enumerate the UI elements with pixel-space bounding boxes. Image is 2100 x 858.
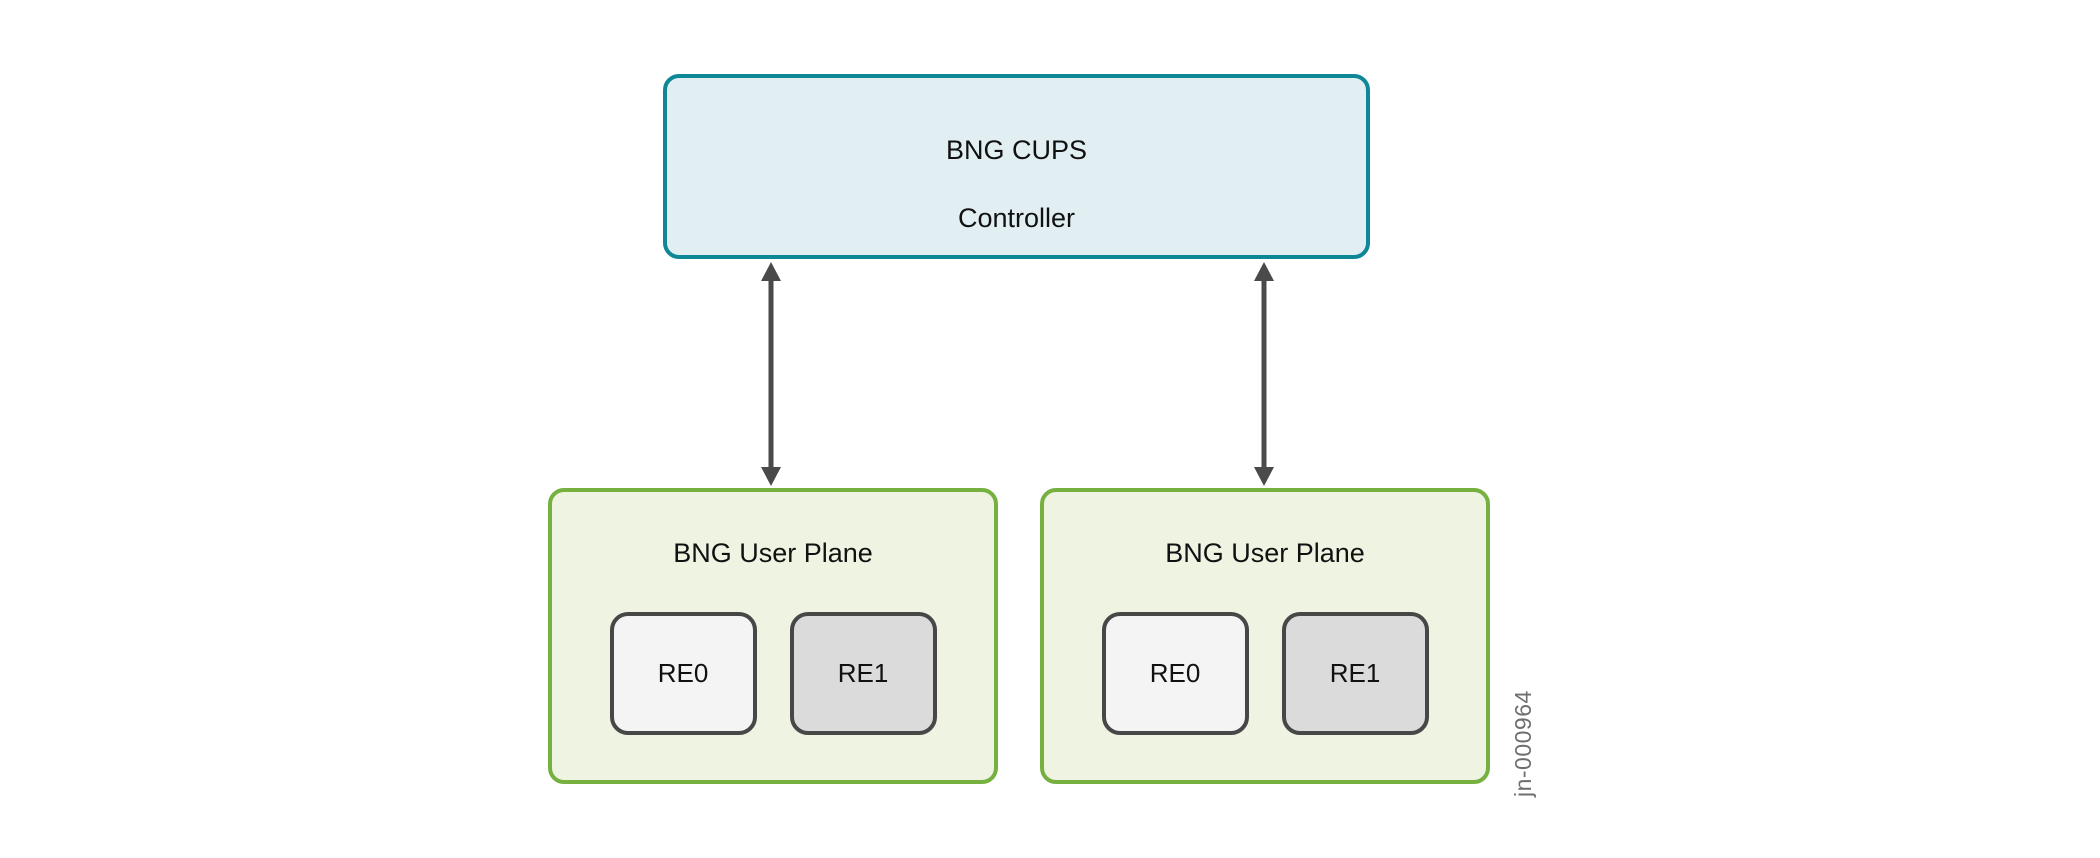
bng-cups-controller-box: BNG CUPS Controller <box>663 74 1370 259</box>
bidirectional-arrow-icon <box>1254 262 1274 486</box>
routing-engine-row: RE0 RE1 <box>1044 612 1486 735</box>
re0-label: RE0 <box>1149 658 1201 688</box>
bidirectional-arrow-icon <box>761 262 781 486</box>
routing-engine-row: RE0 RE1 <box>552 612 994 735</box>
bng-user-plane-label: BNG User Plane <box>1165 538 1365 568</box>
figure-id-label: jn-000964 <box>1510 690 1536 797</box>
controller-label-line2: Controller <box>957 202 1076 233</box>
re1-label: RE1 <box>837 658 889 688</box>
bng-user-plane-box-right: BNG User Plane RE0 RE1 <box>1040 488 1490 784</box>
bng-user-plane-box-left: BNG User Plane RE0 RE1 <box>548 488 998 784</box>
bng-cups-controller-label: BNG CUPS Controller <box>946 99 1087 235</box>
re1-label: RE1 <box>1329 658 1381 688</box>
controller-label-line1: BNG CUPS <box>945 134 1088 165</box>
re1-box: RE1 <box>789 612 937 735</box>
re0-box: RE0 <box>1101 612 1249 735</box>
re0-box: RE0 <box>609 612 757 735</box>
bng-user-plane-label: BNG User Plane <box>673 538 873 568</box>
re0-label: RE0 <box>657 658 709 688</box>
re1-box: RE1 <box>1281 612 1429 735</box>
